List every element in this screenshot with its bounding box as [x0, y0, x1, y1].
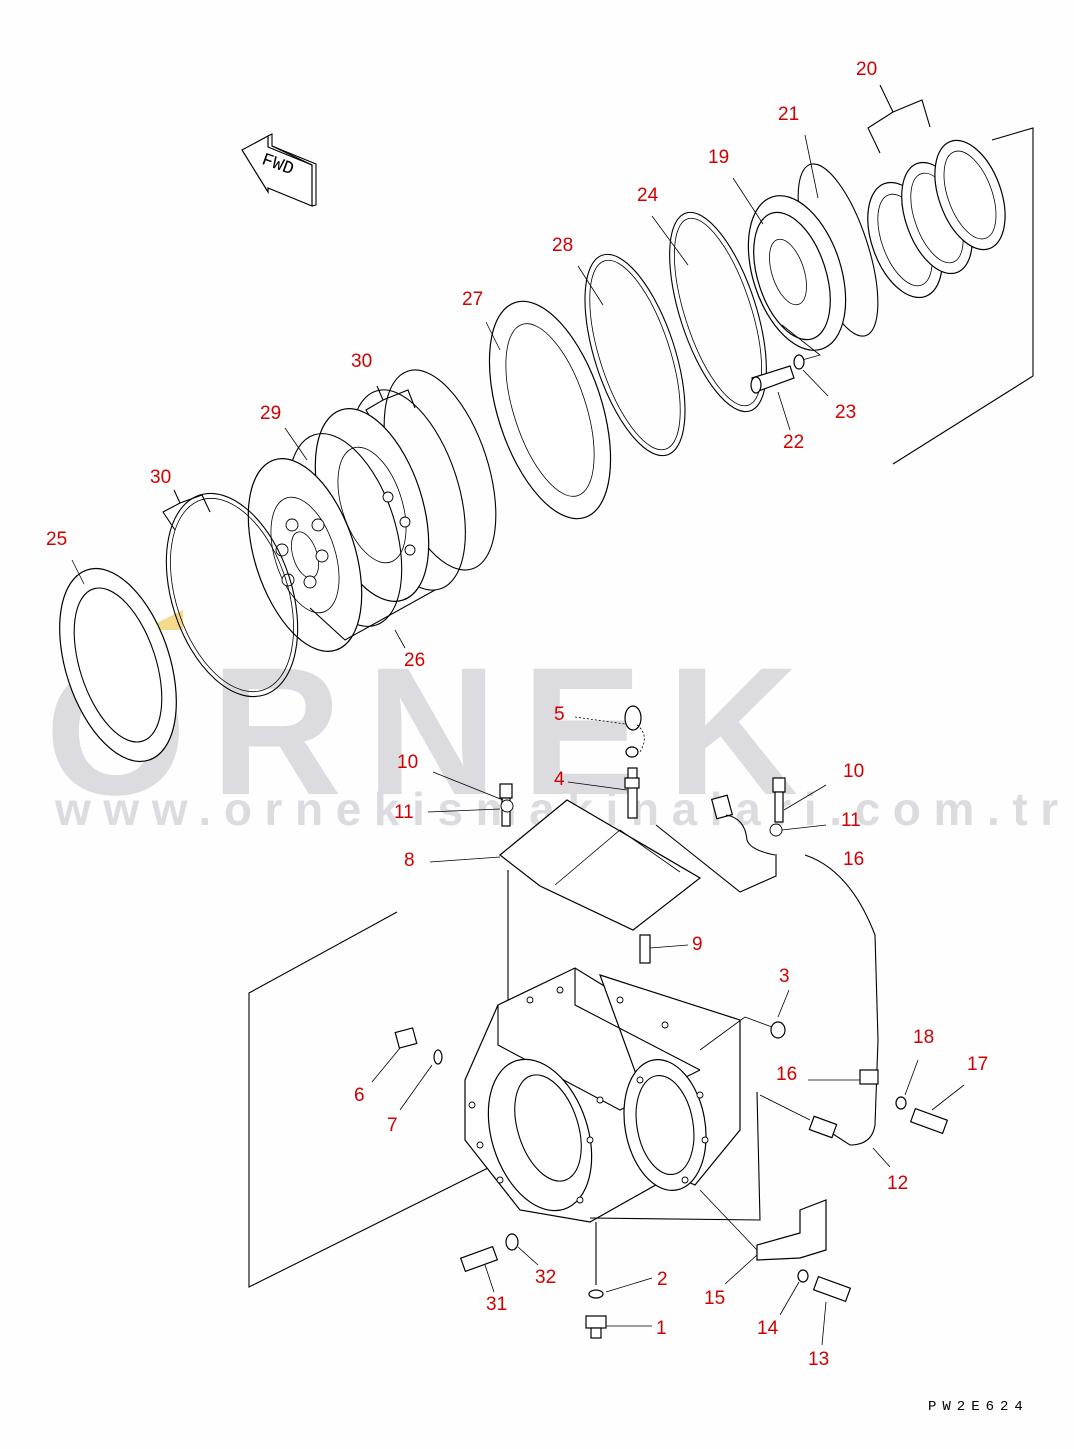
callout-16: 16: [776, 1064, 798, 1085]
callout-15: 15: [704, 1288, 726, 1309]
part-transmission-housing: [464, 967, 741, 1223]
part-28-ring: [577, 253, 686, 457]
part-9-pin: [639, 934, 689, 964]
callout-17: 17: [967, 1054, 989, 1075]
callout-1: 1: [656, 1318, 667, 1339]
part-24-ring: [651, 211, 767, 413]
callout-16: 16: [843, 849, 865, 870]
callout-29: 29: [260, 403, 282, 424]
part-13-14-15-bracket: [699, 1189, 852, 1346]
callout-20: 20: [856, 59, 878, 80]
callout-11: 11: [841, 810, 861, 831]
part-4-5-sensor: [567, 705, 645, 819]
callout-23: 23: [835, 402, 857, 423]
callout-6: 6: [354, 1085, 365, 1106]
callout-10: 10: [843, 761, 865, 782]
callout-24: 24: [637, 185, 659, 206]
part-27-plate: [485, 300, 612, 520]
callout-31: 31: [486, 1294, 508, 1315]
callout-3: 3: [779, 966, 790, 987]
callout-32: 32: [535, 1267, 557, 1288]
callout-22: 22: [783, 432, 805, 453]
callout-27: 27: [462, 289, 484, 310]
part-22-23-bolt-washer: [750, 354, 829, 431]
fwd-arrow-icon: FWD: [241, 133, 317, 207]
callout-7: 7: [387, 1115, 398, 1136]
callout-13: 13: [808, 1349, 830, 1370]
part-30-ring-b: [162, 489, 299, 698]
callout-19: 19: [708, 147, 730, 168]
callout-18: 18: [913, 1027, 935, 1048]
callout-25: 25: [46, 529, 68, 550]
part-8-cover-plate: [248, 799, 777, 1288]
part-3-plug: [699, 989, 790, 1051]
callout-8: 8: [404, 850, 415, 871]
callout-30: 30: [150, 467, 172, 488]
part-25-retainer: [59, 559, 177, 763]
callout-9: 9: [692, 934, 703, 955]
callout-2: 2: [657, 1269, 668, 1290]
part-6-7-plug: [371, 1027, 443, 1111]
callout-10: 10: [397, 752, 419, 773]
part-20-seal-set: [867, 84, 1006, 299]
callout-21: 21: [778, 104, 800, 125]
callout-26: 26: [404, 650, 426, 671]
callout-4: 4: [554, 769, 565, 790]
part-10-11-bolts: [427, 771, 827, 856]
callout-11: 11: [394, 802, 414, 823]
part-19-piston: [732, 177, 847, 363]
drawing-code: PW2E624: [928, 1399, 1029, 1415]
callout-30: 30: [351, 351, 373, 372]
part-1-2-31-32-fasteners: [459, 1222, 653, 1339]
callout-12: 12: [887, 1173, 909, 1194]
part-12-16-17-18-hose: [589, 854, 965, 1221]
callout-14: 14: [757, 1318, 779, 1339]
callout-28: 28: [552, 235, 574, 256]
callout-5: 5: [554, 704, 565, 725]
